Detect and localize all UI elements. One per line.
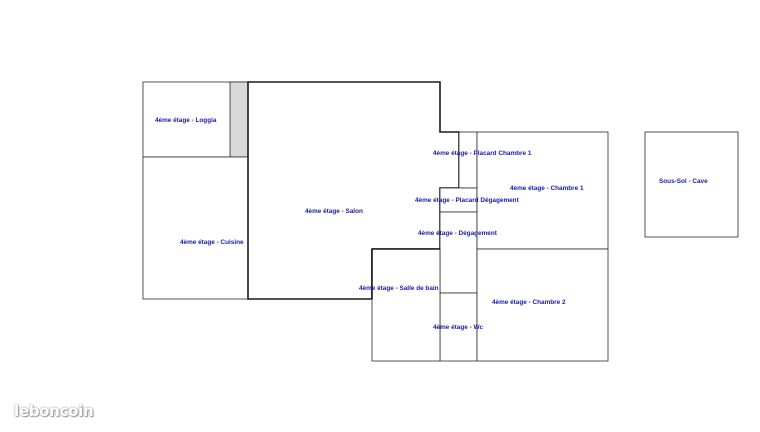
loggia-shaded-strip [229, 81, 249, 158]
room-chambre1 [476, 131, 609, 250]
label-cave: Sous-Sol - Cave [659, 178, 708, 185]
room-chambre2 [476, 248, 609, 362]
room-wc [439, 292, 478, 362]
label-salle-de-bain: 4ème étage - Salle de bain [359, 285, 439, 292]
label-placard-degagement: 4ème étage - Placard Dégagement [415, 197, 520, 204]
label-wc: 4ème étage - Wc [433, 324, 484, 331]
label-chambre1: 4ème étage - Chambre 1 [510, 185, 584, 192]
room-placard-degagement [439, 187, 478, 213]
room-placard-chambre1 [458, 131, 478, 189]
label-loggia: 4ème étage - Loggia [155, 117, 217, 124]
label-salon: 4ème étage - Salon [305, 208, 363, 215]
label-chambre2: 4ème étage - Chambre 2 [492, 299, 566, 306]
leboncoin-watermark: leboncoin [14, 402, 94, 420]
label-degagement: 4ème étage - Dégagement [418, 230, 498, 237]
label-cuisine: 4ème étage - Cuisine [180, 239, 244, 246]
room-cave [644, 131, 739, 238]
label-placard-chambre1: 4ème étage - Placard Chambre 1 [433, 150, 532, 157]
room-degagement [439, 211, 478, 294]
room-salle-de-bain [371, 248, 441, 362]
room-cuisine [142, 156, 249, 300]
